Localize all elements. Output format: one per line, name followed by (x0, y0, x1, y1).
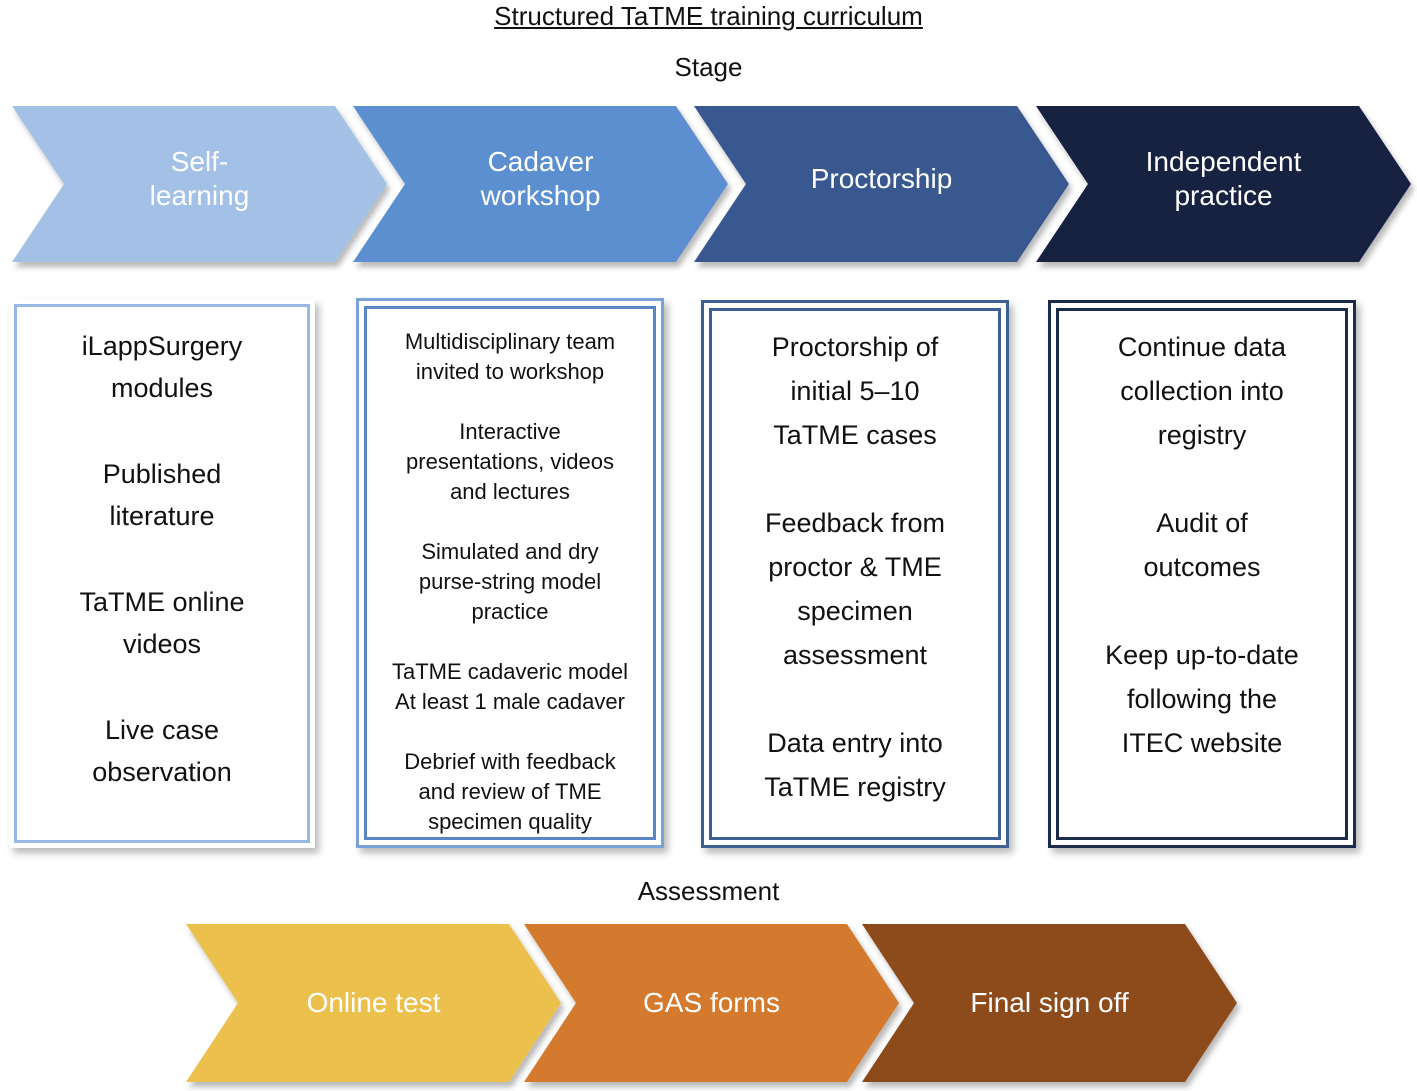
card-item: TaTME online videos (79, 581, 244, 665)
card-item-line: Proctorship of (771, 332, 939, 362)
card-item-line: Feedback from (764, 508, 946, 538)
card-item-line: and review of TME (418, 779, 602, 804)
card-item: Continue data collection into registry (1118, 325, 1286, 457)
stage-arrow-self-learning-label: Self-learning (64, 106, 335, 262)
stage-label-line: Proctorship (810, 163, 953, 194)
card-item-line: ITEC website (1121, 728, 1283, 758)
card-item-line: Multidisciplinary team (404, 329, 616, 354)
stage-label-line: practice (1174, 180, 1273, 211)
card-item-line: practice (471, 599, 549, 624)
assessment-label-text: Online test (306, 987, 441, 1018)
stage-arrow-proctorship-label: Proctorship (746, 106, 1017, 262)
card-item-line: videos (122, 629, 202, 659)
stage-label-line: learning (149, 180, 250, 211)
card-item-line: purse-string model (418, 569, 602, 594)
assessment-label-text: Final sign off (970, 987, 1129, 1018)
card-item-line: iLappSurgery (81, 331, 243, 361)
card-item-line: presentations, videos (406, 449, 614, 474)
card-item-line: literature (109, 501, 215, 531)
card-item-line: proctor & TME (768, 552, 942, 582)
card-item: Multidisciplinary team invited to worksho… (405, 327, 615, 387)
card-item: iLappSurgery modules (82, 325, 243, 409)
card-item-line: Data entry into (767, 728, 943, 758)
diagram-title: Structured TaTME training curriculum (494, 1, 923, 31)
card-item-line: Keep up-to-date (1105, 640, 1299, 670)
card-item-line: registry (1157, 420, 1247, 450)
card-item-line: specimen quality (428, 809, 592, 834)
card-item-line: Live case (104, 715, 220, 745)
card-item-line: TaTME online (79, 587, 245, 617)
card-item-line: modules (110, 373, 214, 403)
stage-arrow-independent-practice (1036, 106, 1411, 262)
card-item-line: Interactive (459, 419, 561, 444)
assessment-label: Assessment (637, 876, 780, 906)
card-item-line: outcomes (1143, 552, 1261, 582)
stage-label-line: Cadaver (487, 146, 594, 177)
card-item-line: initial 5–10 (790, 376, 920, 406)
card-cadaver-workshop: Multidisciplinary team invited to worksho… (356, 298, 664, 848)
assessment-arrow-final-sign-off (862, 924, 1237, 1082)
card-item-line: TaTME registry (764, 772, 946, 802)
card-item-line: TaTME cases (773, 420, 937, 450)
card-item-line: Simulated and dry (421, 539, 599, 564)
card-item-line: following the (1126, 684, 1278, 714)
card-item: Live case observation (92, 709, 232, 793)
stage-arrow-cadaver-workshop (353, 106, 728, 262)
card-item-line: At least 1 male cadaver (395, 689, 625, 714)
stage-label-line: Self- (170, 146, 229, 177)
card-item-line: Audit of (1156, 508, 1248, 538)
card-item-line: assessment (782, 640, 928, 670)
card-item-line: and lectures (450, 479, 570, 504)
card-item: TaTME cadaveric model At least 1 male cad… (392, 657, 628, 717)
stage-label-line: Independent (1145, 146, 1302, 177)
stage-label: Stage (674, 52, 743, 82)
assessment-arrow-gas-forms-label: GAS forms (576, 924, 847, 1082)
stage-arrow-proctorship (694, 106, 1069, 262)
card-item-line: collection into (1120, 376, 1284, 406)
assessment-arrow-online-test (186, 924, 561, 1082)
card-item-line: specimen (797, 596, 913, 626)
card-item: Simulated and dry purse-string model pract… (419, 537, 601, 627)
card-item: Audit of outcomes (1143, 501, 1260, 589)
assessment-arrow-gas-forms (524, 924, 899, 1082)
card-item: Published literature (103, 453, 222, 537)
assessment-label-text: GAS forms (643, 987, 780, 1018)
card-item-line: TaTME cadaveric model (392, 659, 628, 684)
card-item: Feedback from proctor & TME specimen assess… (765, 501, 945, 677)
assessment-arrow-online-test-label: Online test (238, 924, 509, 1082)
assessment-arrow-final-sign-off-label: Final sign off (914, 924, 1185, 1082)
card-item-line: invited to workshop (415, 359, 605, 384)
card-item: Debrief with feedback and review of TME sp… (404, 747, 616, 837)
card-item-line: Debrief with feedback (404, 749, 616, 774)
card-item: Interactive presentations, videos and lect… (406, 417, 614, 507)
stage-arrow-self-learning (12, 106, 387, 262)
card-item-line: Published (102, 459, 222, 489)
card-item-line: Continue data (1117, 332, 1287, 362)
stage-label-line: workshop (480, 180, 601, 211)
card-item-line: observation (92, 757, 232, 787)
